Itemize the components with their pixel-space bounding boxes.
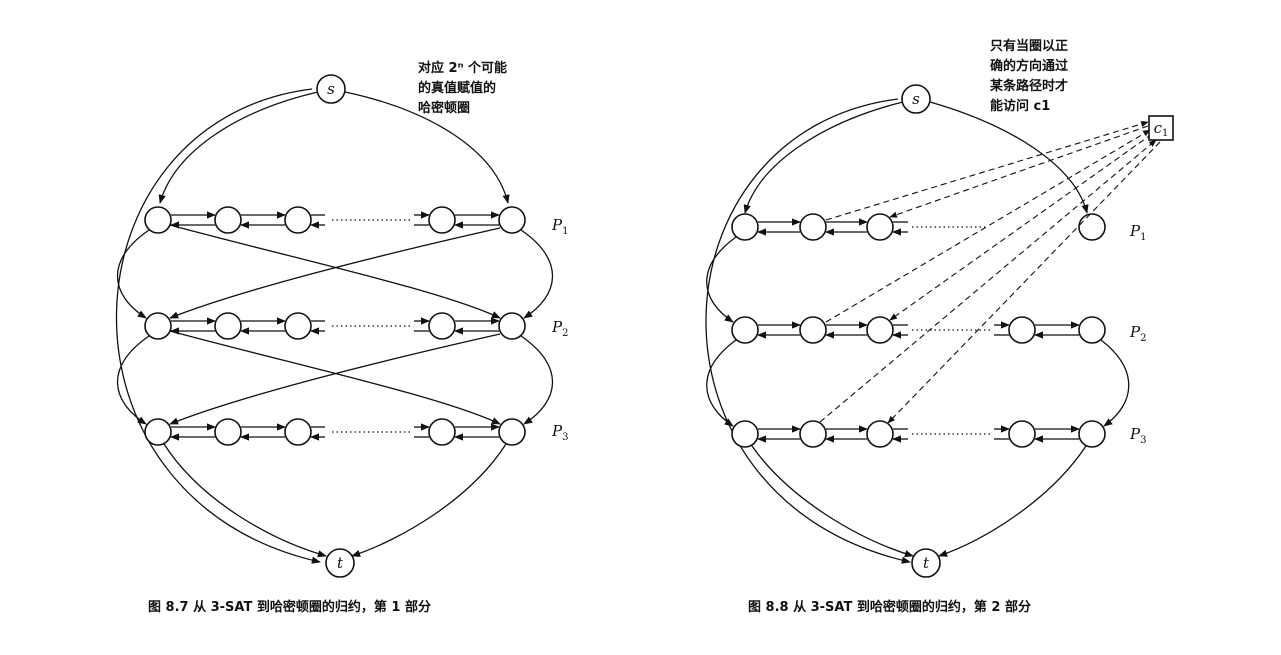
node <box>144 206 172 234</box>
node <box>866 316 894 344</box>
node <box>866 420 894 448</box>
node <box>799 316 827 344</box>
annotation2-line-4: 能访问 c1 <box>990 98 1050 114</box>
node <box>284 206 312 234</box>
node <box>866 213 894 241</box>
node <box>428 312 456 340</box>
caption-figure-8-7: 图 8.7 从 3-SAT 到哈密顿圈的归约，第 1 部分 <box>148 599 431 615</box>
row-label-p3-fig2: P3 <box>1129 425 1146 446</box>
node <box>144 312 172 340</box>
node <box>214 206 242 234</box>
node <box>1078 316 1106 344</box>
row-p3 <box>144 418 526 446</box>
node <box>1078 420 1106 448</box>
node <box>799 420 827 448</box>
node-s-label-fig2: s <box>912 90 920 108</box>
node <box>799 213 827 241</box>
annotation-line-1: 对应 2ⁿ 个可能 <box>418 60 507 76</box>
node <box>731 213 759 241</box>
node <box>1078 213 1106 241</box>
node <box>498 418 526 446</box>
node <box>731 420 759 448</box>
node <box>498 312 526 340</box>
node <box>1008 316 1036 344</box>
row-p2-fig2 <box>731 316 1106 344</box>
node-t <box>911 548 941 578</box>
annotation2-line-2: 确的方向通过 <box>990 58 1068 74</box>
node-t <box>325 548 355 578</box>
row-p3-fig2 <box>731 420 1106 448</box>
node <box>214 312 242 340</box>
row-label-p1-fig2: P1 <box>1129 222 1146 243</box>
edge-s-to-p1-left <box>158 91 319 204</box>
node <box>214 418 242 446</box>
node <box>428 206 456 234</box>
edge-s-to-t <box>115 88 321 564</box>
node-c1 <box>1148 115 1174 141</box>
node-c1-label: c1 <box>1154 119 1169 139</box>
node <box>1008 420 1036 448</box>
row-label-p1-text: P <box>551 216 563 234</box>
row-p2 <box>144 312 526 340</box>
node <box>144 418 172 446</box>
annotation2-line-1: 只有当圈以正 <box>990 38 1068 54</box>
caption-figure-8-8: 图 8.8 从 3-SAT 到哈密顿圈的归约，第 2 部分 <box>748 599 1031 615</box>
node-s <box>316 74 346 104</box>
node-s <box>901 84 931 114</box>
node <box>498 206 526 234</box>
row-label-p3: P3 <box>551 422 568 443</box>
row-label-p2: P2 <box>551 318 568 339</box>
annotation-line-2: 的真值赋值的 <box>418 80 496 96</box>
row-p1-fig2 <box>731 213 1106 241</box>
figure-8-7: s t P1 P2 P3 对应 2ⁿ 个可能 的真值赋值的 哈密顿圈 图 8.7… <box>115 60 568 615</box>
node <box>284 418 312 446</box>
row-p1 <box>144 206 526 234</box>
annotation-line-3: 哈密顿圈 <box>418 100 470 116</box>
row-label-p1: P1 <box>551 216 568 237</box>
node-t-label-fig2: t <box>923 554 930 572</box>
node-s-label: s <box>327 80 335 98</box>
node <box>731 316 759 344</box>
annotation2-line-3: 某条路径时才 <box>989 78 1068 94</box>
edge-s-to-p1-right <box>344 91 510 204</box>
node <box>428 418 456 446</box>
row-label-p2-fig2: P2 <box>1129 323 1146 344</box>
figure-8-8: s t c1 P1 P2 P3 只有当圈以正 确的方向通过 某条路径时才 能访问… <box>705 38 1174 615</box>
node <box>284 312 312 340</box>
node-t-label: t <box>337 554 344 572</box>
